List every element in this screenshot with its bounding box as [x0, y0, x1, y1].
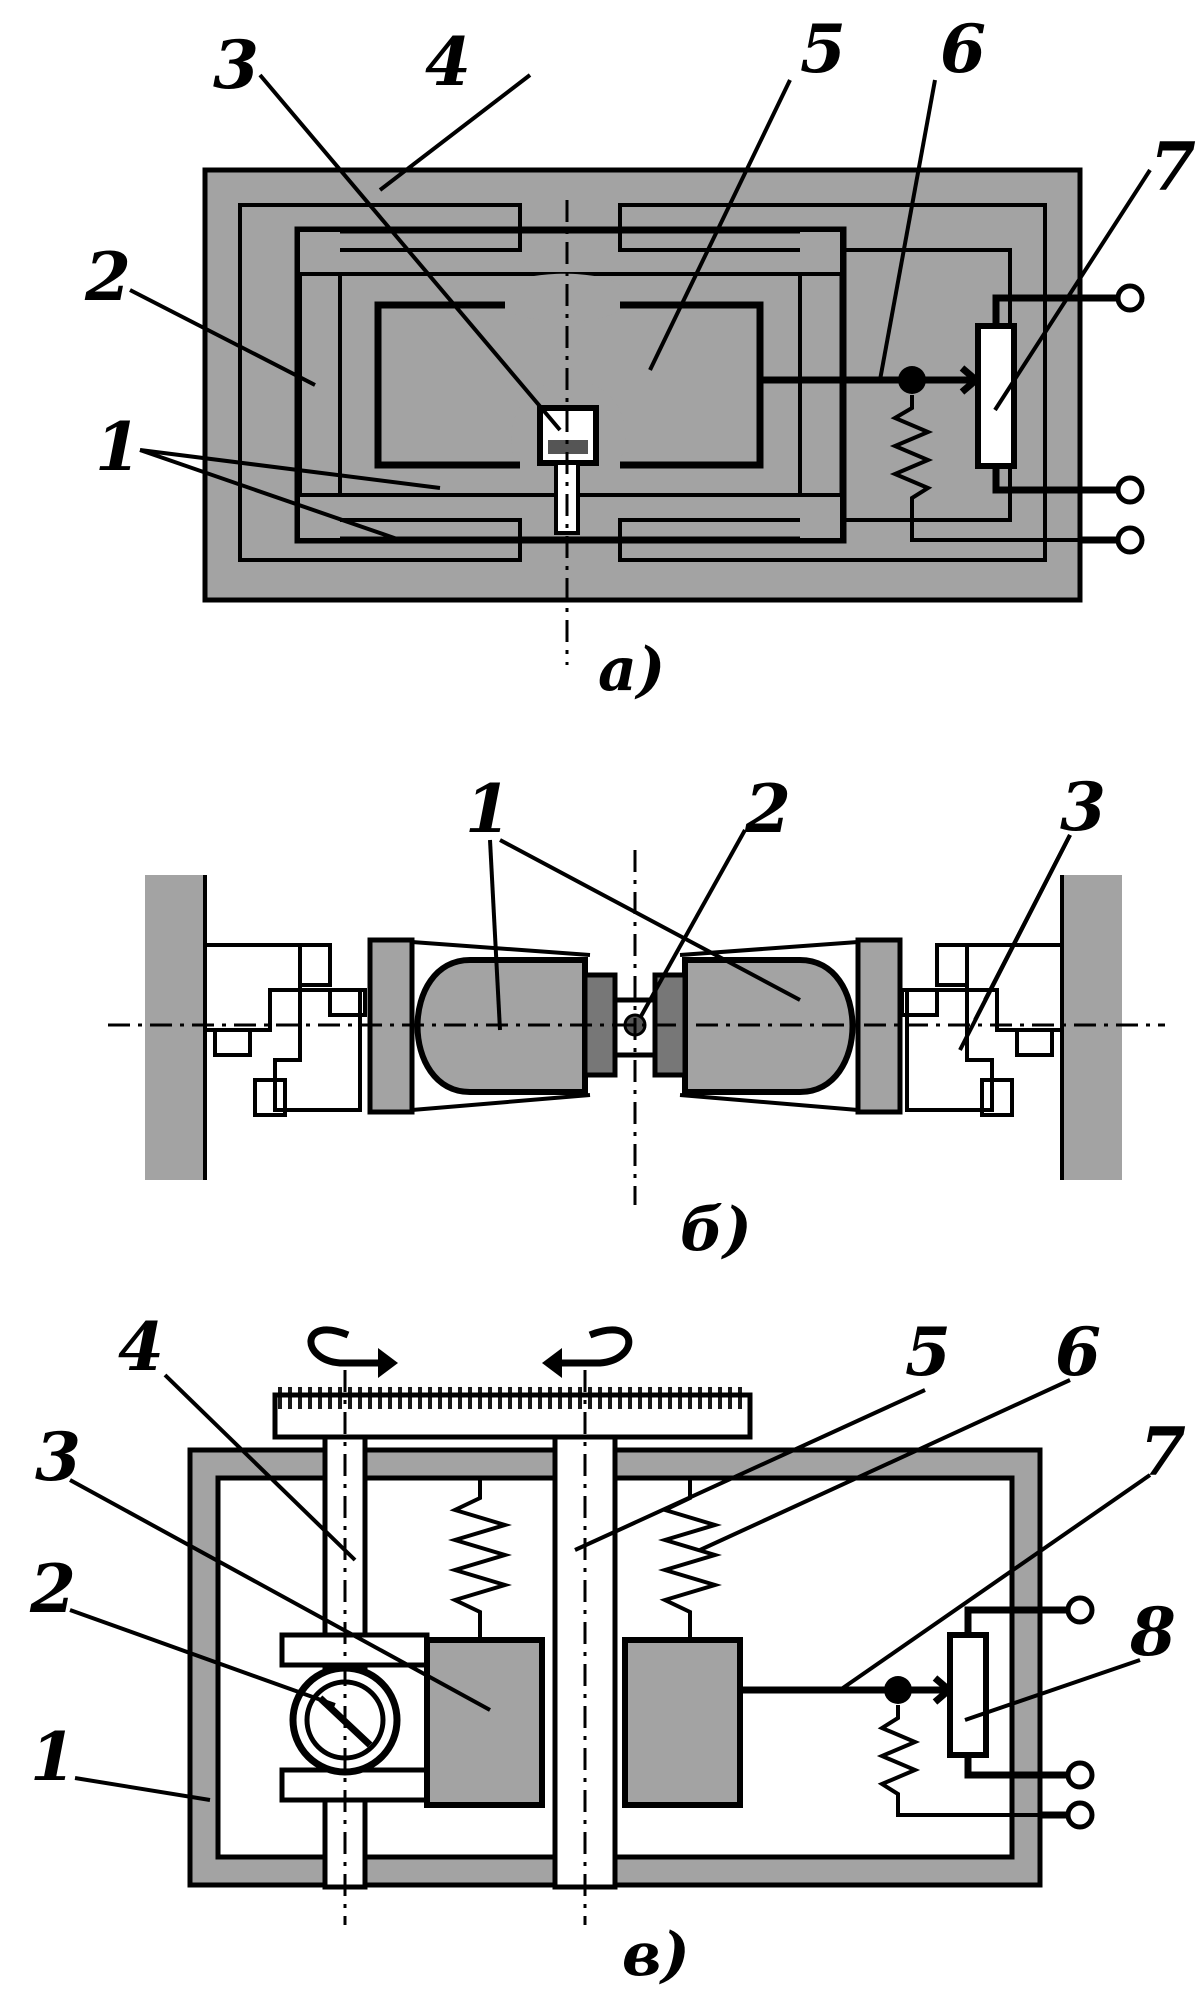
terminal — [1065, 1595, 1095, 1625]
label-a-1: 1 — [95, 408, 141, 486]
frame-corner — [800, 232, 840, 274]
label-a-6: 6 — [940, 10, 986, 88]
terminal — [1065, 1760, 1095, 1790]
spring-left — [448, 1480, 512, 1640]
label-c-3: 3 — [35, 1418, 81, 1496]
label-b-1: 1 — [465, 770, 511, 848]
terminal — [1115, 525, 1145, 555]
label-a-7: 7 — [1150, 128, 1196, 206]
label-c-7: 7 — [1140, 1413, 1186, 1491]
potentiometer-7 — [975, 323, 1017, 469]
sensor-element — [548, 440, 588, 454]
clamp — [298, 943, 332, 987]
terminal — [1115, 475, 1145, 505]
spring-c — [876, 1705, 1040, 1817]
spring-a — [889, 395, 1080, 542]
frame-corner — [300, 232, 340, 274]
potentiometer-8 — [947, 1632, 989, 1758]
caption-b: б) — [680, 1195, 752, 1265]
clamp — [1015, 1028, 1054, 1057]
label-c-2: 2 — [29, 1550, 76, 1628]
housing-4 — [202, 167, 1083, 603]
bracket-right — [905, 943, 1064, 1112]
clamp — [328, 988, 367, 1017]
wall-left — [145, 875, 205, 1180]
label-a-2: 2 — [84, 238, 131, 316]
caption-a: а) — [598, 635, 665, 705]
bracket-left — [203, 943, 362, 1112]
terminal — [1115, 283, 1145, 313]
figure-c: 4 3 2 1 5 6 7 8 в) — [29, 1308, 1186, 1990]
label-c-5: 5 — [905, 1313, 951, 1391]
rotation-arrow-left — [307, 1326, 385, 1367]
frame-2 — [294, 226, 847, 544]
clamp — [980, 1078, 1014, 1117]
housing-opening-right — [618, 203, 1047, 562]
label-c-1: 1 — [30, 1718, 76, 1796]
clamp — [213, 1028, 252, 1057]
blob-top — [505, 273, 620, 322]
wall-right — [1062, 875, 1122, 1180]
label-c-8: 8 — [1129, 1593, 1176, 1671]
clamp — [935, 943, 969, 987]
mass-3-left — [424, 1637, 545, 1808]
figure-a: 3 4 5 6 7 2 1 а) — [84, 10, 1196, 705]
figure-b: 1 2 3 б) — [108, 768, 1165, 1265]
clamp — [253, 1078, 287, 1117]
caption-c: в) — [622, 1920, 690, 1990]
label-c-6: 6 — [1055, 1313, 1101, 1391]
label-b-3: 3 — [1060, 768, 1106, 846]
label-c-4: 4 — [118, 1308, 164, 1386]
label-b-2: 2 — [744, 770, 791, 848]
label-a-3: 3 — [213, 26, 259, 104]
label-a-5: 5 — [800, 10, 846, 88]
mass-3-right — [622, 1637, 743, 1808]
terminal — [1065, 1800, 1095, 1830]
label-a-4: 4 — [425, 23, 471, 101]
mass-5 — [374, 301, 764, 469]
frame-corner — [800, 496, 840, 538]
rotation-arrow-right — [555, 1326, 633, 1367]
